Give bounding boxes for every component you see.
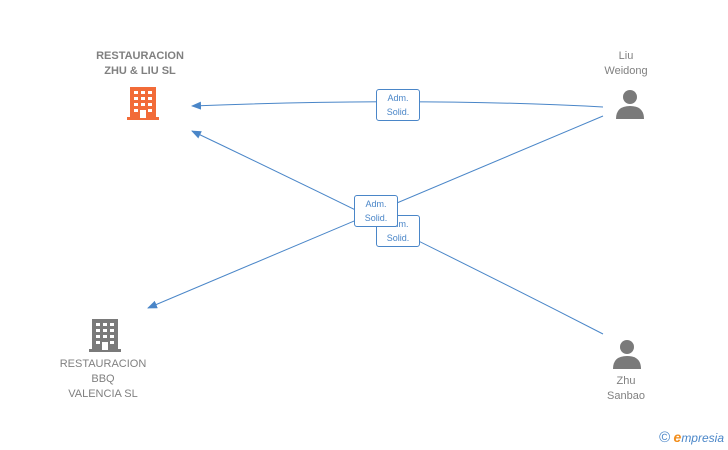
edge-label-liu-zhu-liu[interactable]: Adm. Solid. (376, 89, 420, 121)
edge-label-line2: Solid. (386, 233, 410, 243)
edge-label-line2: Solid. (386, 107, 410, 117)
copyright-symbol: © (659, 429, 671, 446)
brand-watermark: © empresia (659, 429, 724, 446)
company-label-zhu-liu[interactable]: RESTAURACION ZHU & LIU SL (96, 50, 184, 77)
building-icon[interactable] (127, 85, 159, 121)
edge-label-liu-bbq[interactable]: Adm. Solid. (354, 195, 398, 227)
person-label-liu-weidong[interactable]: Liu Weidong (604, 50, 648, 77)
building-icon[interactable] (89, 317, 121, 353)
edge-label-line1: Adm. (387, 93, 409, 103)
edge-label-line2: Solid. (364, 213, 388, 223)
company-label-bbq[interactable]: RESTAURACION BBQ VALENCIA SL (59, 358, 147, 400)
person-icon[interactable] (614, 88, 646, 120)
brand-logo-text: mpresia (681, 431, 724, 445)
brand-logo-e: e (673, 429, 682, 445)
person-label-zhu-sanbao[interactable]: Zhu Sanbao (607, 375, 645, 402)
edge-label-line1: Adm. (365, 199, 387, 209)
person-icon[interactable] (611, 338, 643, 370)
